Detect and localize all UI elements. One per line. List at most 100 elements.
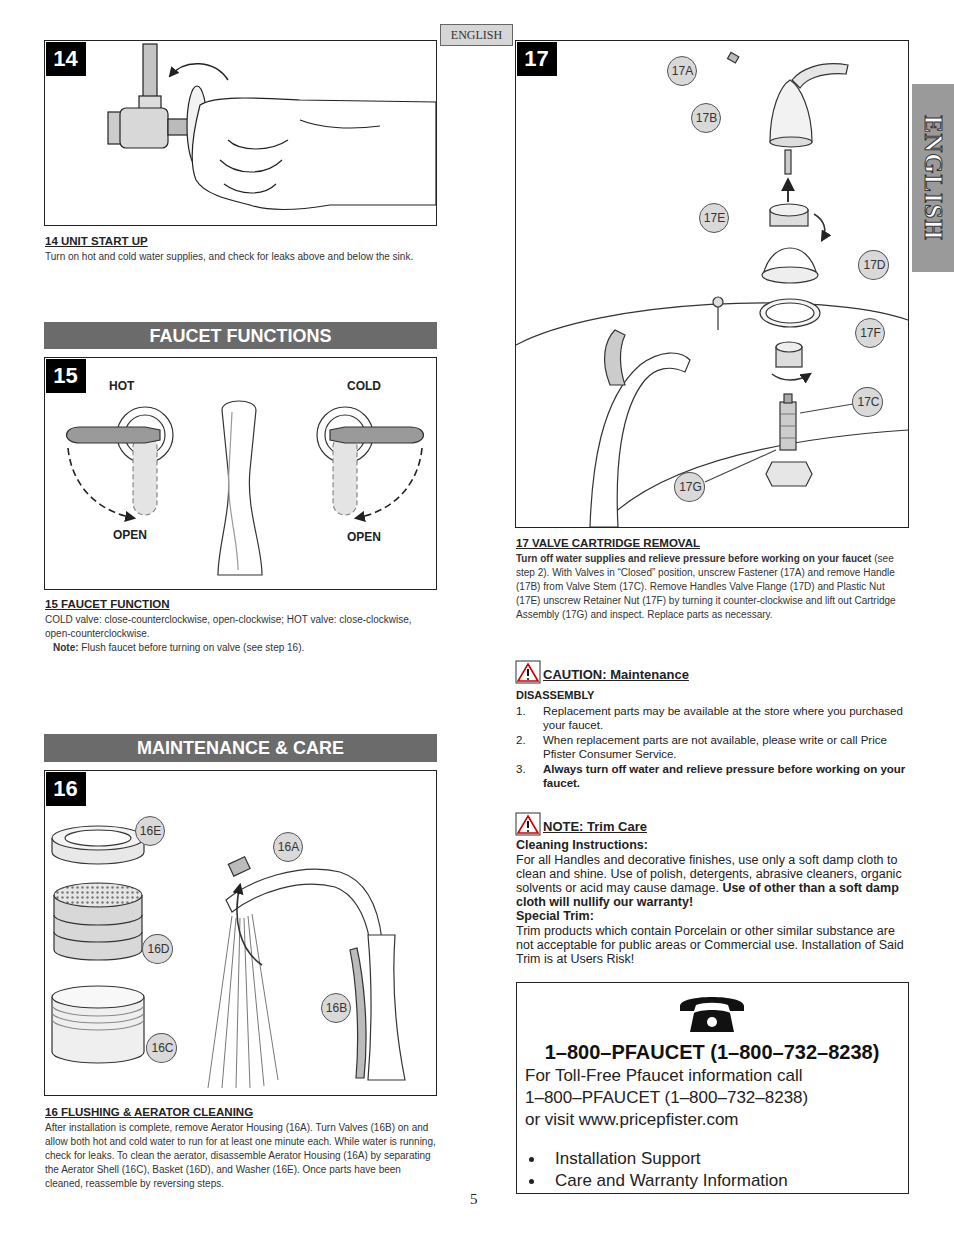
node-text: 1–800–PFAUCET (1–800–732–8238) <box>525 1088 808 1107</box>
step-panel: HOTCOLDOPENOPEN15 FAUCET FUNCTIONCOLD va… <box>44 357 437 590</box>
node-text: 16C <box>151 1041 173 1055</box>
aerator-illustration <box>54 915 142 942</box>
page-text: NOTE: Trim Care <box>543 819 647 834</box>
handle-illustration <box>67 401 424 575</box>
cartridge-illustration <box>762 267 818 283</box>
text-block: 17F <box>856 326 886 340</box>
page-text: Replacement parts may be available at th… <box>543 705 903 731</box>
page-text: CAUTION: Maintenance <box>543 667 689 682</box>
cartridge-illustration <box>713 297 723 307</box>
node-text: 17C <box>857 395 879 409</box>
node-text: 15 <box>53 363 77 388</box>
text-block: MAINTENANCE & CARE <box>44 737 437 759</box>
warning-icon <box>516 661 540 683</box>
text-block: 1. <box>516 704 540 718</box>
cartridge-illustration <box>780 414 796 438</box>
valve-illustration <box>192 98 436 210</box>
cartridge-illustration <box>780 402 796 450</box>
text-block: 17E <box>700 211 730 225</box>
text-block: 14 <box>46 46 86 72</box>
text-block: Special Trim: <box>516 909 909 924</box>
text-block: 17B <box>692 111 722 125</box>
node-text: 14 <box>53 46 77 71</box>
node-text: MAINTENANCE & CARE <box>137 738 344 758</box>
text-block: 1–800–PFAUCET (1–800–732–8238) <box>517 1040 907 1064</box>
text-block: 1–800–PFAUCET (1–800–732–8238) <box>525 1087 903 1109</box>
page-text: Cleaning Instructions: <box>516 838 648 852</box>
text-block: 17D <box>859 258 890 272</box>
text-block: Note:Flush faucet before turning on valv… <box>53 641 438 655</box>
valve-illustration <box>300 120 380 128</box>
handle-illustration <box>356 448 422 518</box>
step-number: 16 <box>46 772 86 806</box>
text-block: 5 <box>470 1190 494 1208</box>
step-number: 14 <box>46 42 86 76</box>
text-block: Care and Warranty Information <box>555 1170 895 1192</box>
page-text: When replacement parts are not available… <box>543 734 887 760</box>
text-block: 15 <box>46 363 86 389</box>
aerator-illustration <box>52 826 144 850</box>
phone-icon <box>707 1017 717 1027</box>
aerator-illustration <box>228 857 250 876</box>
text-block: ENGLISH <box>441 28 512 42</box>
node-text: 17B <box>696 111 717 125</box>
text-block: 16 <box>46 776 86 802</box>
node-text: 1–800–PFAUCET (1–800–732–8238) <box>545 1041 880 1063</box>
callout-bubble: 16E <box>135 816 165 846</box>
text-block: Installation Support <box>555 1148 895 1170</box>
text-block: 17C <box>853 395 884 409</box>
text-block: Replacement parts may be available at th… <box>543 704 909 732</box>
warning-icon <box>527 830 529 832</box>
step-panel: 14 UNIT START UPTurn on hot and cold wat… <box>44 40 437 226</box>
contact-box: 1–800–PFAUCET (1–800–732–8238)For Toll-F… <box>516 982 909 1194</box>
node-text: 17 VALVE CARTRIDGE REMOVAL <box>516 537 700 549</box>
handle-illustration <box>330 427 424 443</box>
handle-illustration <box>229 412 238 570</box>
page-text: DISASSEMBLY <box>516 689 594 701</box>
text-block: Always turn off water and relieve pressu… <box>543 762 909 790</box>
node-text: OPEN <box>347 530 381 544</box>
node-text: 16A <box>278 840 299 854</box>
node-text: 16 FLUSHING & AERATOR CLEANING <box>45 1106 253 1118</box>
aerator-illustration <box>350 948 366 1078</box>
text-block: After installation is complete, remove A… <box>45 1121 438 1191</box>
text-block: 2. <box>516 733 540 747</box>
page-text: 1. <box>516 705 526 717</box>
cartridge-illustration <box>760 299 820 327</box>
section-band: FAUCET FUNCTIONS <box>44 322 437 349</box>
cartridge-illustration <box>600 430 908 527</box>
valve-illustration <box>228 140 288 149</box>
handle-illustration <box>218 401 262 575</box>
text-block: 16D <box>143 942 174 956</box>
page-text: Special Trim: <box>516 909 594 923</box>
cartridge-illustration <box>792 64 848 88</box>
node-text: 17A <box>672 64 693 78</box>
cartridge-illustration <box>770 80 812 142</box>
aerator-illustration <box>54 883 142 907</box>
node-text: HOT <box>109 379 134 393</box>
warning-icon <box>527 678 529 680</box>
cartridge-illustration <box>705 450 776 482</box>
node-text: After installation is complete, remove A… <box>45 1122 436 1189</box>
text-block: OPEN <box>347 530 407 544</box>
page-text: Always turn off water and relieve pressu… <box>543 763 905 789</box>
warning-icon <box>516 661 540 683</box>
aerator-illustration <box>368 935 405 1080</box>
node-text: OPEN <box>113 528 147 542</box>
node-text: Turn on hot and cold water supplies, and… <box>45 251 413 262</box>
text-block: When replacement parts are not available… <box>543 733 909 761</box>
cartridge-illustration <box>766 303 814 323</box>
aerator-illustration <box>65 830 131 846</box>
text-block: Turn off water supplies and relieve pres… <box>516 552 910 622</box>
node-text: 17D <box>863 258 885 272</box>
callout-bubble: 17D <box>858 250 889 280</box>
valve-illustration <box>220 160 282 172</box>
cartridge-illustration <box>814 214 825 240</box>
callout-bubble: 16B <box>321 993 351 1023</box>
node-text: ENGLISH <box>451 28 502 42</box>
valve-illustration <box>108 44 436 210</box>
phone-icon <box>690 1010 734 1032</box>
node-text: Note: <box>53 642 79 653</box>
node-text: ENGLISH <box>919 115 948 241</box>
